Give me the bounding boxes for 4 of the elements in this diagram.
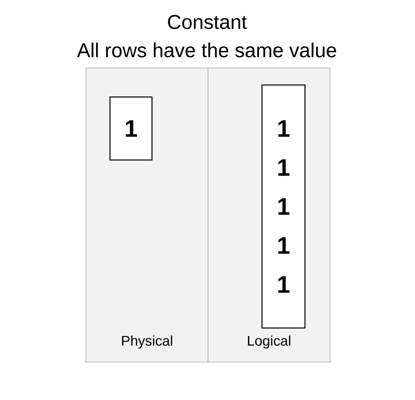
subtitle: All rows have the same value — [76, 42, 336, 58]
value-box: 1 — [110, 96, 152, 160]
title: Constant — [168, 14, 247, 30]
value-box: 1 1 1 1 1 — [262, 84, 306, 328]
